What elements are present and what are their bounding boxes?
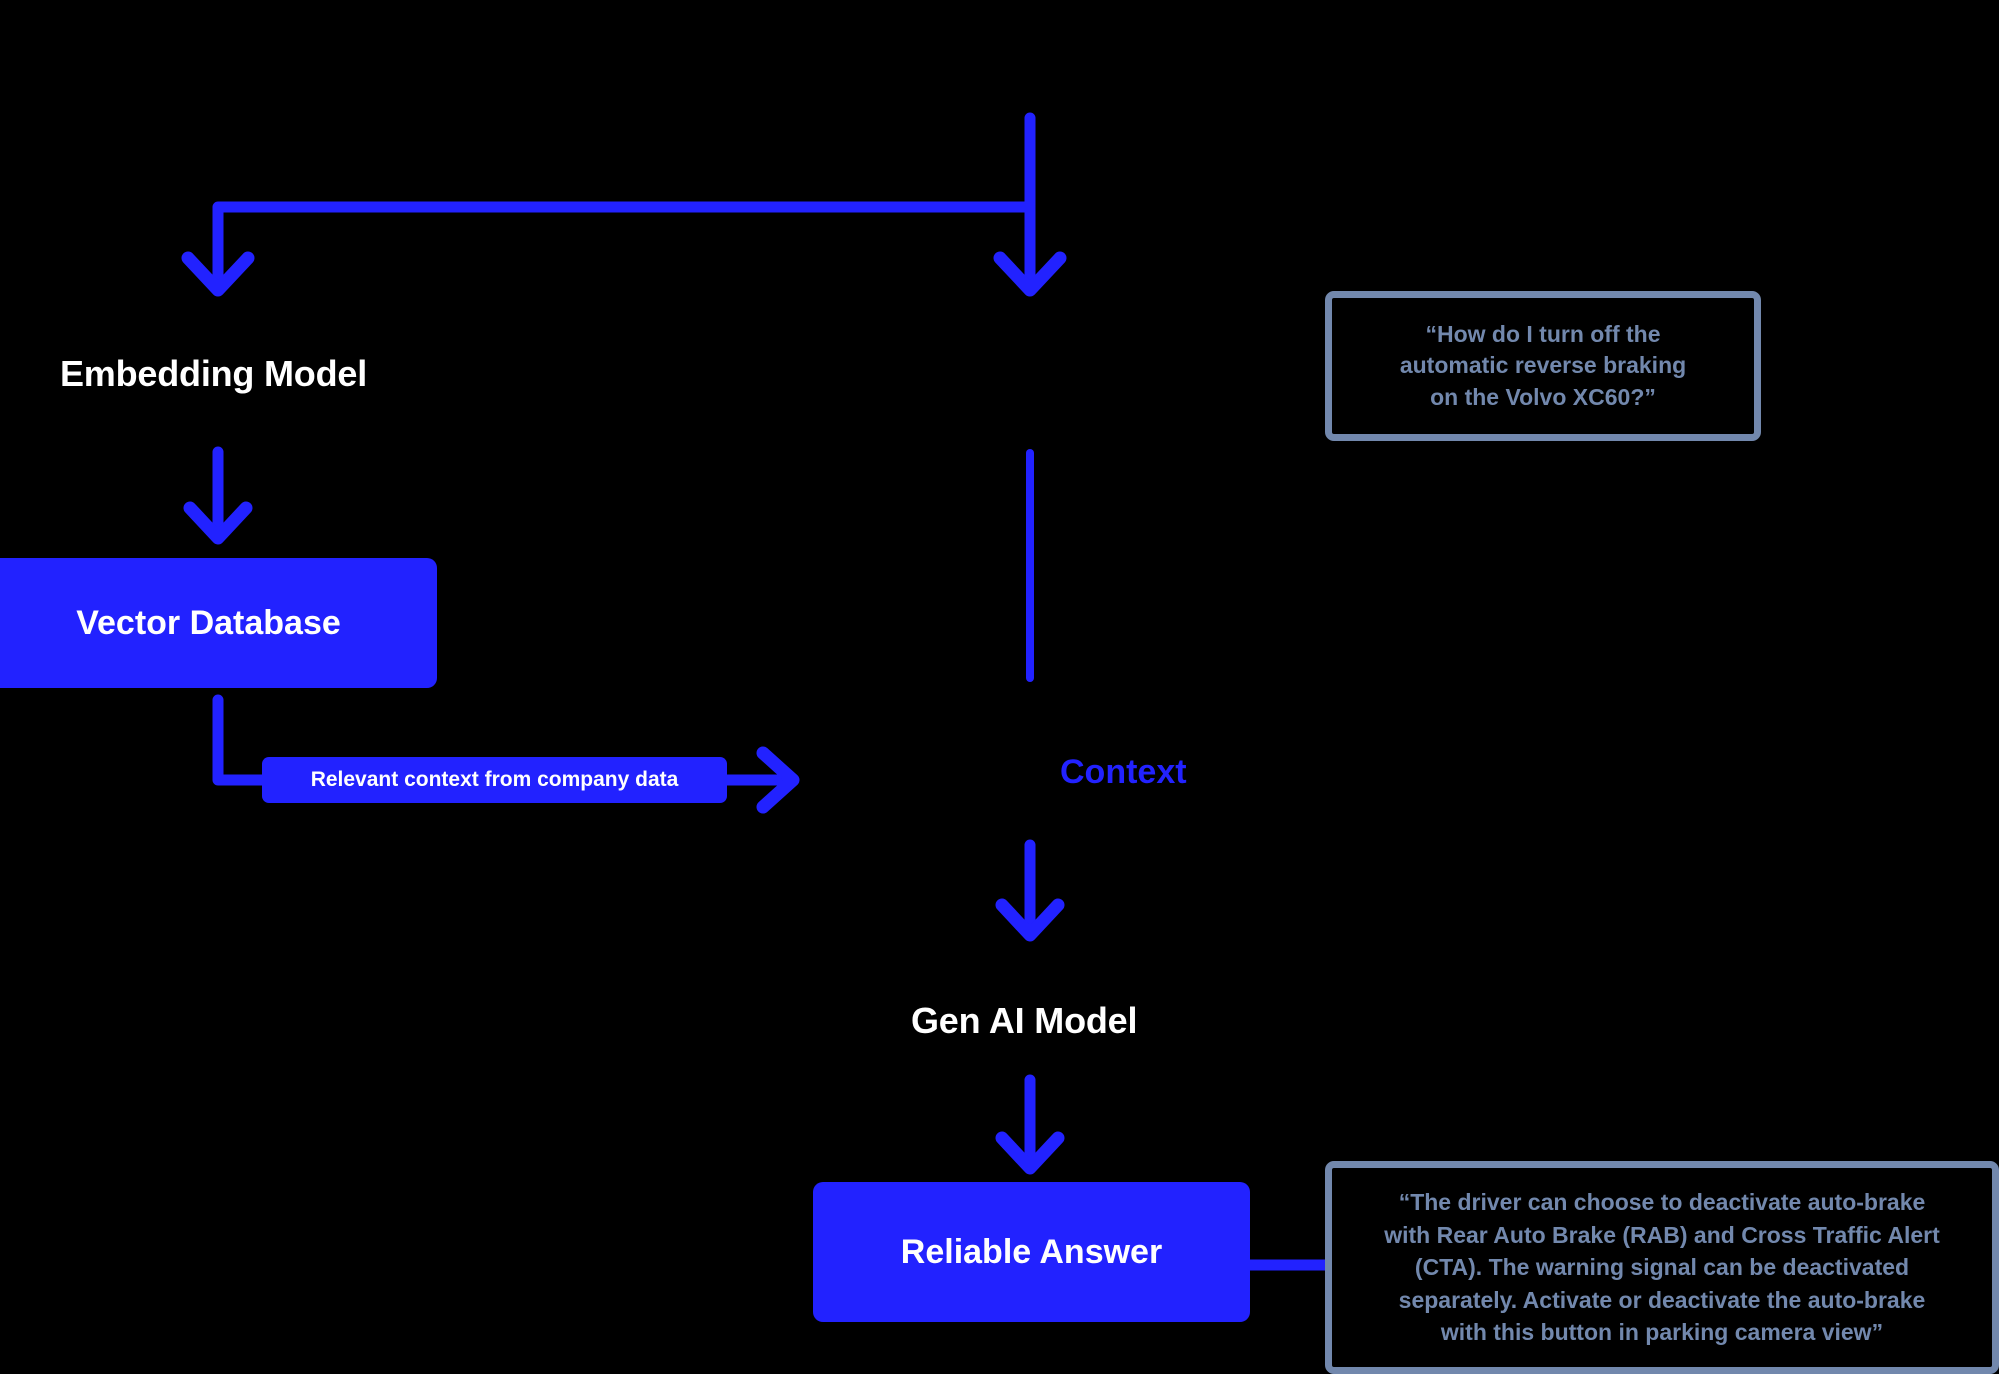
- node-box-reliable-answer[interactable]: Reliable Answer: [813, 1182, 1250, 1322]
- answer-quote-box: “The driver can choose to deactivate aut…: [1325, 1161, 1999, 1374]
- edge-label-relevant-context: Relevant context from company data: [262, 757, 727, 803]
- arrowhead-to-query-path: [993, 251, 1067, 297]
- node-label-embedding-model: Embedding Model: [60, 353, 367, 394]
- answer-line: (CTA). The warning signal can be deactiv…: [1414, 1254, 1910, 1281]
- question-line: automatic reverse braking: [1399, 352, 1687, 379]
- node-box-vector-database[interactable]: Vector Database: [0, 558, 437, 688]
- arrow-context-to-gen-ai: [995, 839, 1065, 942]
- answer-line: with this button in parking camera view”: [1440, 1319, 1884, 1346]
- node-label-gen-ai-model: Gen AI Model: [911, 1000, 1138, 1041]
- answer-line: with Rear Auto Brake (RAB) and Cross Tra…: [1384, 1221, 1940, 1248]
- arrowhead-to-embedding-model: [181, 251, 255, 297]
- answer-quote-text: “The driver can choose to deactivate aut…: [1384, 1186, 1940, 1349]
- answer-line: “The driver can choose to deactivate aut…: [1398, 1188, 1926, 1215]
- question-line: “How do I turn off the: [1425, 320, 1661, 347]
- arrow-embedding-to-vector-db: [183, 446, 253, 545]
- question-quote-box: “How do I turn off the automatic reverse…: [1325, 291, 1761, 441]
- connector-vector-db-to-context-pill: [212, 694, 274, 786]
- answer-line: separately. Activate or deactivate the a…: [1398, 1286, 1926, 1313]
- arrow-gen-ai-to-reliable-answer: [995, 1074, 1065, 1175]
- question-quote-text: “How do I turn off the automatic reverse…: [1400, 319, 1686, 414]
- top-split-connector: [212, 112, 1036, 288]
- arrow-context-pill-right: [721, 746, 800, 814]
- question-line: on the Volvo XC60?”: [1430, 383, 1656, 410]
- edge-label-context: Context: [1060, 753, 1187, 791]
